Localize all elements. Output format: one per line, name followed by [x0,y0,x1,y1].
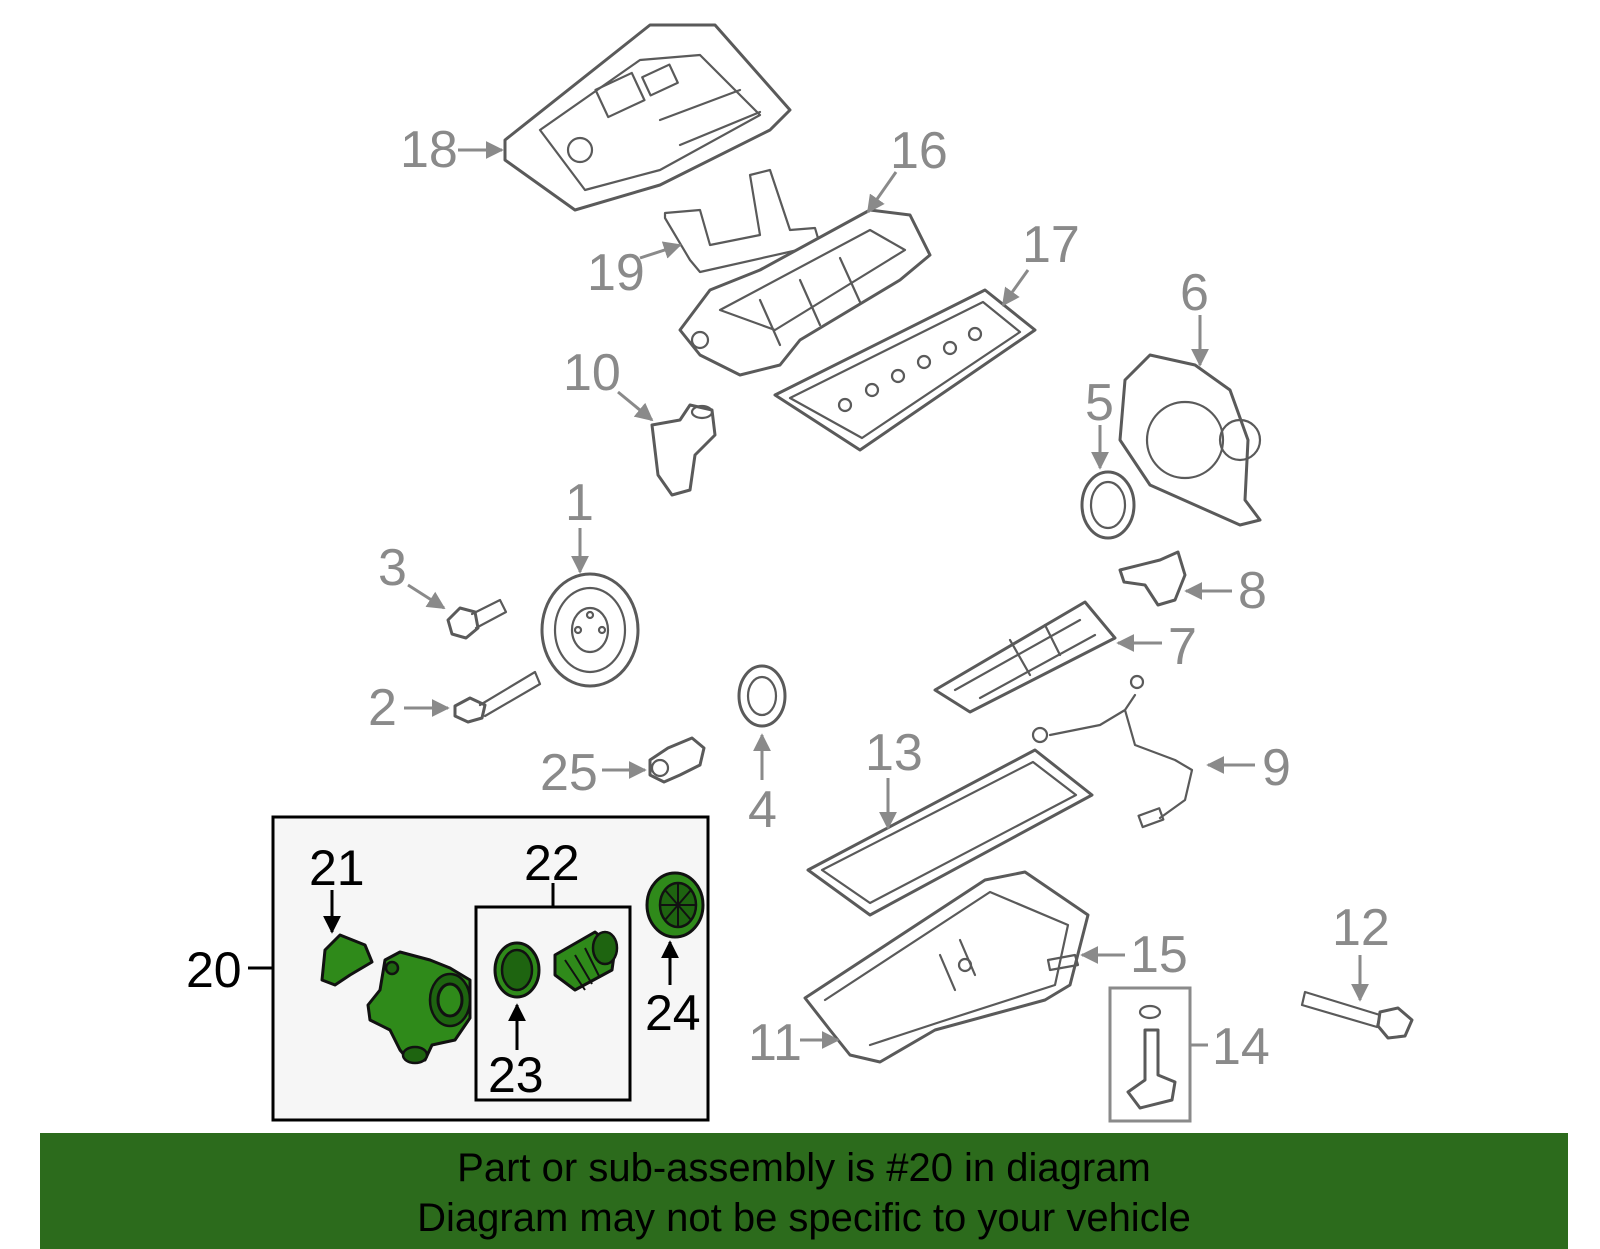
callout-4: 4 [748,781,777,839]
callout-12: 12 [1332,899,1390,957]
part-11-oil-pan[interactable] [803,870,1090,1064]
part-18-engine-cover[interactable] [503,23,792,212]
part-20-oil-filter-housing[interactable] [366,950,472,1065]
part-15-drain-plug[interactable] [1046,953,1080,972]
part-5-seal[interactable] [1080,470,1136,540]
part-3-bolt[interactable] [446,598,508,640]
callout-14: 14 [1212,1018,1270,1076]
callout-2: 2 [368,679,397,737]
part-4-front-seal[interactable] [737,664,787,728]
callout-9: 9 [1262,739,1291,797]
callout-5: 5 [1085,374,1114,432]
info-banner: Part or sub-assembly is #20 in diagram D… [40,1133,1568,1249]
callout-6: 6 [1180,264,1209,322]
part-6-engine-cover-plate[interactable] [1118,353,1262,527]
banner-line-2: Diagram may not be specific to your vehi… [417,1196,1191,1240]
part-12-bolt[interactable] [1300,990,1414,1040]
callout-18: 18 [400,121,458,179]
callout-20: 20 [186,942,242,998]
part-13-oil-pan-gasket[interactable] [806,748,1094,917]
callout-13: 13 [865,724,923,782]
callout-23: 23 [488,1047,544,1103]
callout-21: 21 [309,840,365,896]
part-9-oil-sensor-harness[interactable] [1031,674,1194,829]
part-25-oil-pressure-sensor[interactable] [648,736,706,784]
callout-11: 11 [748,1014,802,1072]
part-16-valve-cover[interactable] [678,208,932,377]
callout-16: 16 [890,122,948,180]
callout-24: 24 [645,985,701,1041]
part-24-filter-cap[interactable] [645,871,705,939]
part-1-crankshaft-pulley[interactable] [540,572,640,688]
callout-19: 19 [587,244,645,302]
part-21-gasket[interactable] [320,933,374,987]
banner-line-1: Part or sub-assembly is #20 in diagram [457,1146,1151,1190]
part-7-oil-baffle[interactable] [933,600,1117,714]
part-17-valve-cover-gasket[interactable] [773,288,1037,452]
part-23-o-ring[interactable] [493,941,541,999]
part-8-crankshaft-sensor[interactable] [1118,550,1187,607]
callout-10: 10 [563,344,621,402]
callout-3: 3 [378,539,407,597]
callout-7: 7 [1168,618,1197,676]
callout-25: 25 [540,744,598,802]
part-2-crank-bolt[interactable] [453,670,542,724]
callout-17: 17 [1022,216,1080,274]
callout-1: 1 [565,474,594,532]
callout-22: 22 [524,835,580,891]
part-19-gasket[interactable] [663,168,822,274]
part-10-camshaft-sensor[interactable] [650,403,717,497]
part-22-oil-filter-element[interactable] [553,930,619,992]
part-14-oil-level-sensor[interactable] [1108,986,1192,1123]
callout-15: 15 [1130,926,1188,984]
callout-8: 8 [1238,562,1267,620]
